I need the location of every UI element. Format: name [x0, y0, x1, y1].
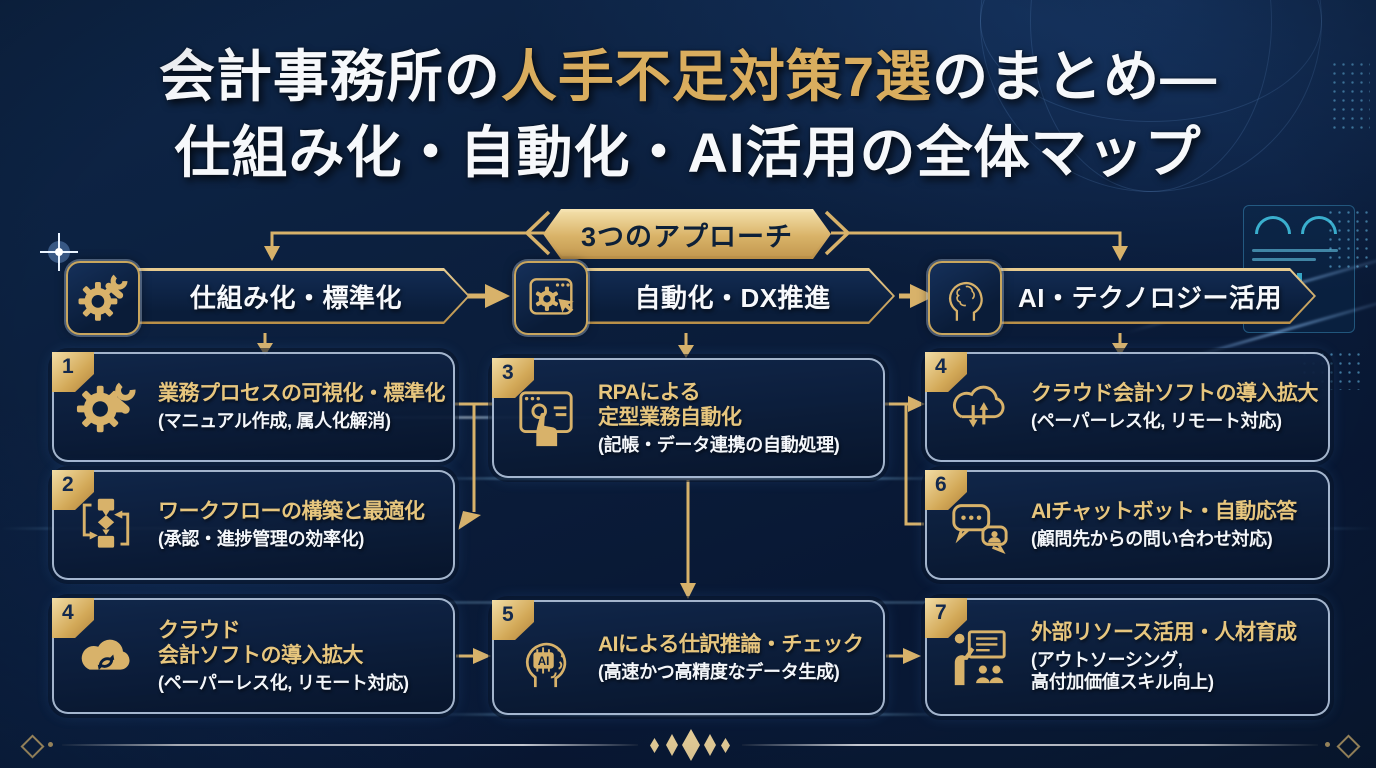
card-subtitle: (顧問先からの問い合わせ対応) — [1031, 529, 1273, 550]
card-subtitle: (ペーパーレス化, リモート対応) — [1031, 411, 1282, 432]
card-title: RPAによる — [598, 380, 701, 404]
card-title: ワークフローの構築と最適化 — [158, 500, 425, 524]
card-number: 1 — [62, 355, 74, 378]
card-workflow-optimization: 2 ワークフローの構築と最適化 (承認・進捗管理 — [52, 470, 455, 580]
card-number: 7 — [935, 601, 947, 624]
card-cloud-accounting-left: 4 クラウド 会計ソフトの導入拡大 (ペーパーレス化, リモート対応) — [52, 598, 455, 714]
card-title: 業務プロセスの可視化・標準化 — [158, 382, 446, 406]
header-label: 自動化・DX推進 — [634, 282, 831, 313]
header-ai-technology-inner: AI・テクノロジー活用 — [997, 271, 1314, 322]
card-number: 2 — [62, 473, 74, 496]
header-automation-inner: 自動化・DX推進 — [583, 271, 893, 322]
card-title: クラウド — [158, 618, 241, 642]
card-title: AIチャットボット・自動応答 — [1031, 500, 1297, 524]
card-subtitle: 高付加価値スキル向上) — [1031, 672, 1214, 693]
window-gear-cursor-icon — [514, 261, 588, 335]
header-ai-technology: AI・テクノロジー活用 — [994, 268, 1316, 324]
card-subtitle: (承認・進捗管理の効率化) — [158, 529, 365, 550]
header-label: AI・テクノロジー活用 — [1018, 282, 1282, 313]
card-title: 外部リソース活用・人材育成 — [1031, 621, 1297, 645]
card-process-standardization: 1 業務プロセスの可視化・標準化 (マニュアル作成, 属人化解消) — [52, 352, 455, 462]
header-systemization: 仕組み化・標準化 — [132, 268, 470, 324]
card-ai-journal-inference: 5 AI AIによる仕訳推論・チェック (高速かつ高精度なデータ生成) — [492, 600, 885, 715]
ai-chip-label: AI — [538, 654, 550, 667]
card-number: 6 — [935, 473, 947, 496]
card-title: クラウド会計ソフトの導入拡大 — [1031, 382, 1319, 406]
card-number: 4 — [62, 601, 74, 624]
card-number: 4 — [935, 355, 947, 378]
card-subtitle: (マニュアル作成, 属人化解消) — [158, 411, 391, 432]
card-subtitle: (記帳・データ連携の自動処理) — [598, 434, 840, 455]
header-automation: 自動化・DX推進 — [580, 268, 895, 324]
card-title: 定型業務自動化 — [598, 406, 742, 430]
card-subtitle: (ペーパーレス化, リモート対応) — [158, 672, 409, 693]
header-systemization-inner: 仕組み化・標準化 — [135, 271, 468, 322]
card-number: 3 — [502, 361, 514, 384]
card-title: AIによる仕訳推論・チェック — [598, 632, 864, 656]
card-ai-chatbot: 6 AIチャットボット・自動応答 (顧問先からの問い合わせ対応) — [925, 470, 1330, 580]
card-cloud-accounting-right: 4 クラウド会計ソフトの導入拡大 (ペーパーレス化, リモート対応) — [925, 352, 1330, 462]
card-external-resources: 7 外部リソース活用・人材育成 (アウトソーシング, 高付加価値スキル向上) — [925, 598, 1330, 716]
card-number: 5 — [502, 603, 514, 626]
gear-wrench-icon — [66, 261, 140, 335]
card-subtitle: (アウトソーシング, — [1031, 649, 1183, 670]
head-brain-icon — [928, 261, 1002, 335]
card-subtitle: (高速かつ高精度なデータ生成) — [598, 661, 840, 682]
card-rpa-automation: 3 RPAによる 定型業務自動化 (記帳・データ連携の自動処理) — [492, 358, 885, 478]
card-title: 会計ソフトの導入拡大 — [158, 644, 364, 668]
header-label: 仕組み化・標準化 — [189, 282, 402, 313]
